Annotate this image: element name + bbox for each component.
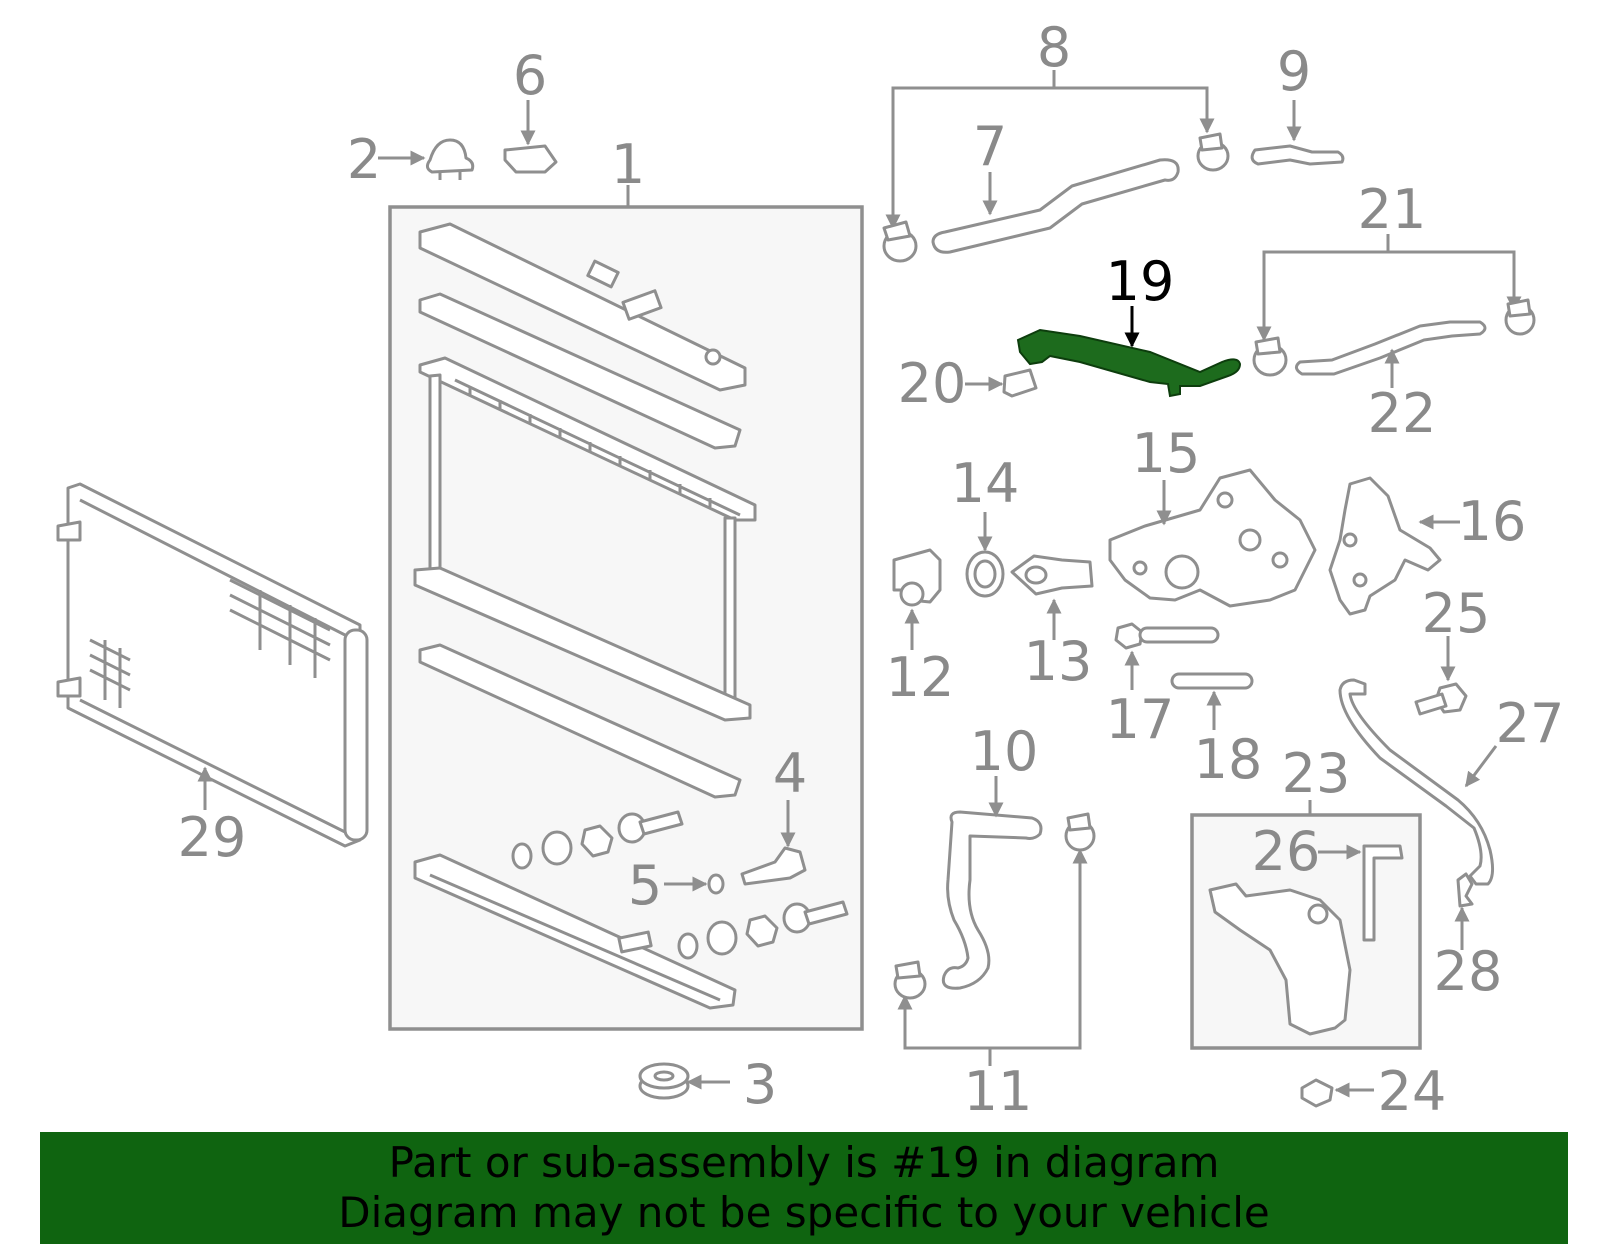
callout-7: 7 bbox=[973, 115, 1007, 178]
banner-line-1: Part or sub-assembly is #19 in diagram bbox=[388, 1138, 1220, 1187]
thermostat-13 bbox=[1010, 554, 1094, 596]
mount-hardware-lower bbox=[677, 900, 849, 960]
callout-19: 19 bbox=[1106, 250, 1175, 313]
callout-4: 4 bbox=[773, 742, 807, 805]
hose-22 bbox=[1295, 320, 1487, 376]
callout-5: 5 bbox=[628, 854, 662, 917]
hose-clamp-7a bbox=[882, 220, 918, 263]
hose-clamp-10a bbox=[893, 960, 927, 1000]
callout-2: 2 bbox=[347, 128, 381, 191]
callout-13: 13 bbox=[1024, 630, 1093, 693]
cushion-6 bbox=[503, 144, 558, 174]
callout-21: 21 bbox=[1358, 178, 1427, 241]
callout-17: 17 bbox=[1106, 688, 1175, 751]
callout-11: 11 bbox=[964, 1060, 1033, 1123]
reservoir-tank-23 bbox=[1208, 882, 1352, 1036]
hose-9 bbox=[1250, 144, 1345, 166]
callout-10: 10 bbox=[970, 720, 1039, 783]
cushion-3 bbox=[638, 1062, 690, 1100]
bolt-25 bbox=[1414, 682, 1468, 716]
callout-6: 6 bbox=[513, 44, 547, 107]
callout-29: 29 bbox=[178, 806, 247, 869]
banner-line-2: Diagram may not be specific to your vehi… bbox=[338, 1188, 1270, 1237]
callout-25: 25 bbox=[1422, 582, 1491, 645]
callout-9: 9 bbox=[1277, 40, 1311, 103]
gasket-16 bbox=[1328, 476, 1442, 616]
reservoir-cap-26 bbox=[1362, 844, 1404, 942]
callout-14: 14 bbox=[951, 452, 1020, 515]
hose-10 bbox=[941, 810, 1043, 990]
callout-8: 8 bbox=[1037, 16, 1071, 79]
gasket-14 bbox=[965, 550, 1005, 598]
bolt-17 bbox=[1114, 622, 1220, 650]
callout-28: 28 bbox=[1434, 940, 1503, 1003]
callout-1: 1 bbox=[611, 133, 645, 196]
gasket-20 bbox=[1002, 368, 1038, 398]
bracket-11 bbox=[903, 848, 1082, 1050]
drain-washer bbox=[707, 873, 725, 895]
hose-clamp-22b bbox=[1504, 298, 1536, 336]
callout-12: 12 bbox=[886, 646, 955, 709]
hose-clamp-10b bbox=[1064, 812, 1096, 852]
callout-20: 20 bbox=[898, 352, 967, 415]
radiator-core bbox=[413, 356, 757, 722]
callout-16: 16 bbox=[1458, 490, 1527, 553]
water-inlet-pipe-19 bbox=[1016, 328, 1242, 398]
clip-2 bbox=[425, 138, 475, 180]
hose-clamp-7b bbox=[1196, 132, 1230, 172]
water-outlet-12 bbox=[892, 548, 942, 607]
radiator-upper-tank bbox=[418, 222, 747, 392]
callout-26: 26 bbox=[1252, 820, 1321, 883]
callout-22: 22 bbox=[1368, 382, 1437, 445]
overflow-hose-27 bbox=[1338, 678, 1495, 886]
callout-15: 15 bbox=[1132, 422, 1201, 485]
condenser-29 bbox=[56, 482, 369, 848]
callout-18: 18 bbox=[1194, 728, 1263, 791]
water-pump-housing-15 bbox=[1108, 468, 1317, 608]
hose-7 bbox=[931, 158, 1180, 254]
callout-24: 24 bbox=[1378, 1060, 1447, 1123]
callout-27: 27 bbox=[1496, 692, 1565, 755]
bracket-8 bbox=[891, 86, 1209, 218]
callout-23: 23 bbox=[1282, 742, 1351, 805]
drain-plug bbox=[740, 846, 807, 886]
clip-24 bbox=[1300, 1078, 1334, 1108]
info-banner: Part or sub-assembly is #19 in diagram D… bbox=[40, 1132, 1568, 1244]
hose-clamp-22a bbox=[1252, 336, 1288, 377]
upper-seal bbox=[418, 292, 742, 450]
mount-hardware-upper bbox=[511, 810, 684, 870]
clip-28 bbox=[1456, 872, 1474, 908]
radiator-lower-tank bbox=[413, 853, 737, 1010]
callout-3: 3 bbox=[743, 1053, 777, 1116]
lower-seal bbox=[418, 643, 742, 799]
stud-18 bbox=[1170, 672, 1254, 690]
